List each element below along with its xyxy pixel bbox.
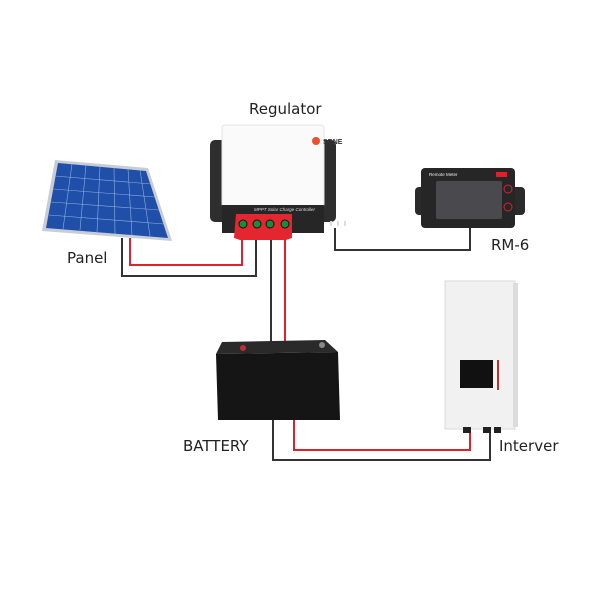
meter-title: Remote Meter: [429, 172, 458, 177]
inverter: [444, 280, 518, 433]
battery: [216, 340, 340, 420]
inverter-negative-wire: [272, 415, 491, 461]
solar-panel: [42, 160, 172, 241]
remote-meter: Remote Meter: [415, 168, 525, 228]
regulator-brand: SRNE: [323, 139, 343, 146]
panel-positive-wire: [129, 238, 243, 266]
meter-cable: [334, 228, 471, 251]
inverter-positive-wire: [293, 415, 471, 451]
panel-negative-wire: [121, 238, 257, 277]
regulator-label: Regulator: [249, 100, 322, 118]
inverter-label: Interver: [499, 437, 559, 455]
srne-logo-icon: [312, 137, 320, 145]
charge-controller: SRNE MPPT Solar Charge Controller: [210, 124, 346, 240]
rm6-label: RM-6: [491, 236, 530, 254]
regulator-caption: MPPT Solar Charge Controller: [254, 207, 316, 212]
battery-label: BATTERY: [183, 437, 249, 455]
panel-label: Panel: [67, 249, 108, 267]
